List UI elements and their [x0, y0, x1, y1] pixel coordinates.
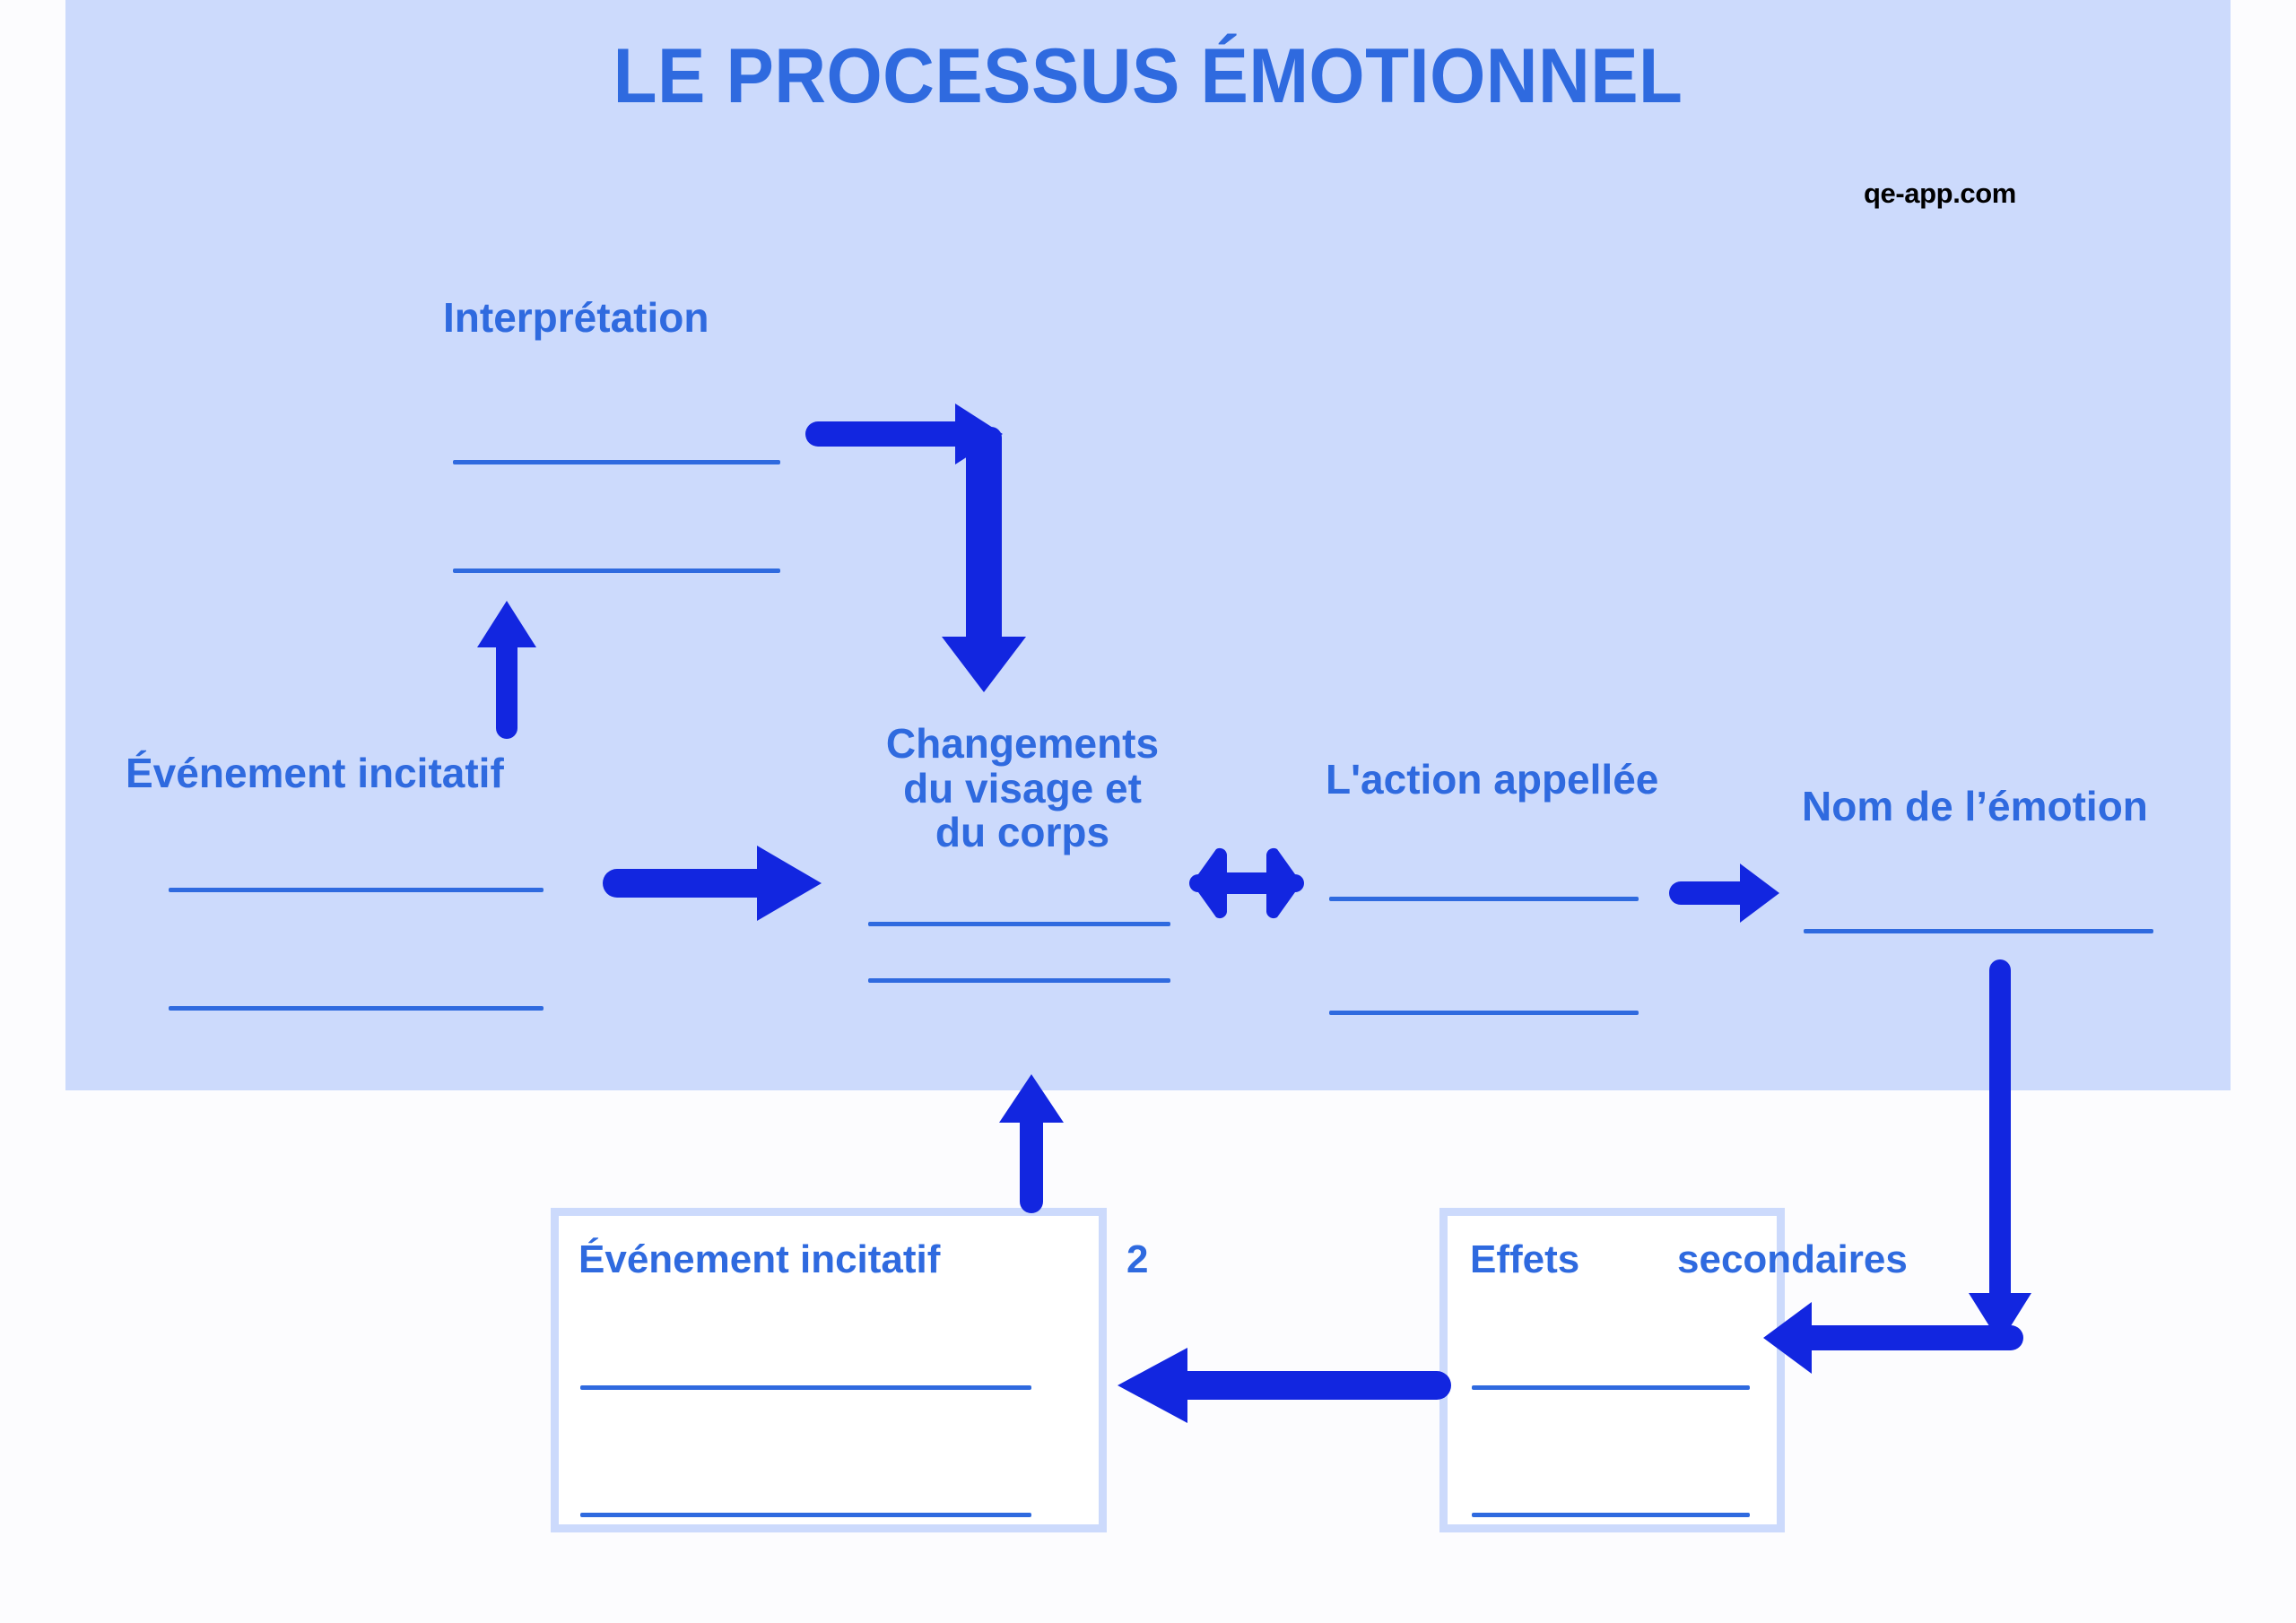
blue-background-panel: [65, 0, 2231, 1090]
node-label-changements: Changements du visage et du corps: [852, 720, 1193, 856]
node-label-interpretation: Interprétation: [443, 294, 709, 341]
node-label-evenement-incitatif: Événement incitatif: [126, 750, 504, 796]
node-label-action-appellee: L'action appellée: [1326, 756, 1659, 803]
node-label-changements-line1: Changements: [885, 720, 1160, 767]
node-label-evenement-incitatif-2: Événement incitatif: [578, 1237, 941, 1281]
arrow-evenement-2-to-changements: [999, 1074, 1064, 1213]
changements-write-line-1[interactable]: [868, 922, 1170, 926]
evenement-incitatif-2-write-line-2[interactable]: [580, 1513, 1031, 1517]
node-label-nom-emotion: Nom de l’émotion: [1802, 783, 2148, 829]
evenement-incitatif-write-line-2[interactable]: [169, 1006, 544, 1011]
badge-evenement-incitatif-2: 2: [1126, 1237, 1149, 1281]
interpretation-write-line-2[interactable]: [453, 568, 780, 573]
arrow-evenement-to-interpretation: [477, 601, 536, 739]
interpretation-write-line-1[interactable]: [453, 460, 780, 464]
node-label-effets-secondaires-inside: Effets: [1470, 1237, 1580, 1281]
changements-write-line-2[interactable]: [868, 978, 1170, 983]
box-evenement-incitatif-2: [551, 1208, 1107, 1532]
arrow-changements-to-action-double: [1189, 847, 1304, 919]
effets-secondaires-write-line-2[interactable]: [1472, 1513, 1750, 1517]
node-label-changements-line3: du corps: [935, 809, 1110, 856]
node-label-effets-secondaires-overflow: secondaires: [1677, 1237, 1908, 1281]
arrow-interpretation-to-changements: [805, 404, 1026, 692]
page-title: LE PROCESSUS ÉMOTIONNEL: [613, 33, 1683, 119]
nom-emotion-write-line-1[interactable]: [1804, 929, 2153, 933]
evenement-incitatif-2-write-line-1[interactable]: [580, 1385, 1031, 1390]
box-effets-secondaires: [1439, 1208, 1785, 1532]
action-appellee-write-line-1[interactable]: [1329, 897, 1639, 901]
arrow-evenement-to-changements: [603, 846, 822, 921]
effets-secondaires-write-line-1[interactable]: [1472, 1385, 1750, 1390]
arrow-effets-to-evenement-2: [1118, 1348, 1451, 1423]
action-appellee-write-line-2[interactable]: [1329, 1011, 1639, 1015]
watermark-label: qe-app.com: [1864, 178, 2016, 209]
arrow-nom-emotion-to-effets: [1763, 959, 2031, 1374]
arrow-action-to-nom-emotion: [1669, 864, 1779, 923]
node-label-changements-line2: du visage et: [903, 764, 1142, 812]
evenement-incitatif-write-line-1[interactable]: [169, 888, 544, 892]
